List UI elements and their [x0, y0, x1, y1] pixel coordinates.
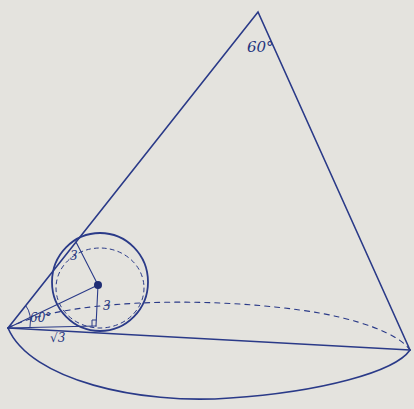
angle-arc [26, 306, 31, 327]
radius-line [76, 242, 98, 285]
half-angle: 60° [30, 312, 51, 324]
cone-sides [8, 12, 410, 350]
vertex-to-tangent [8, 326, 96, 328]
radius-value: 3 [103, 300, 111, 312]
sphere-equator [56, 248, 144, 328]
distance-value: √3 [50, 332, 65, 344]
sphere-center [94, 281, 102, 289]
radius-value: 3 [70, 250, 78, 262]
apex-angle: 60° [247, 40, 274, 55]
base-axis-line [8, 328, 410, 350]
vertex-to-center [8, 285, 98, 328]
right-angle-mark [92, 320, 96, 326]
base-front-curve [8, 328, 410, 399]
sphere-outline [52, 233, 148, 331]
base-back-curve [8, 302, 410, 350]
